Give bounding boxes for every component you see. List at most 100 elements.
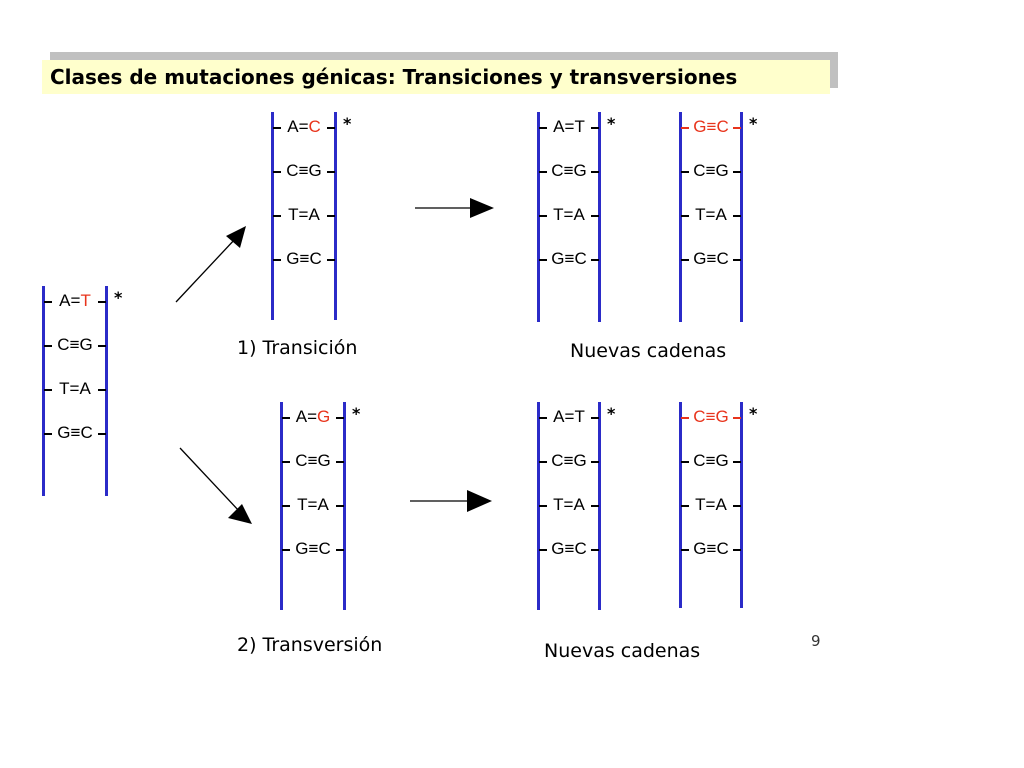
bond: =	[563, 205, 574, 224]
caption-new-chains-bottom: Nuevas cadenas	[544, 640, 701, 662]
bond: =	[705, 205, 716, 224]
base-pair: T=A	[537, 205, 601, 225]
base-right: C	[574, 539, 587, 558]
base-pair-label: T=A	[537, 495, 601, 515]
strand-left	[42, 286, 45, 496]
base-pair: G≡C	[679, 249, 743, 269]
base-right: C	[716, 117, 729, 136]
base-pair-label: T=A	[271, 205, 337, 225]
base-right: C	[716, 249, 729, 268]
base-pair: A=T	[537, 117, 601, 137]
base-pair-label: C≡G	[679, 451, 743, 471]
bond: =	[69, 379, 80, 398]
base-pair: G≡C	[537, 539, 601, 559]
base-pair: T=A	[679, 205, 743, 225]
base-pair: T=A	[537, 495, 601, 515]
base-right: A	[79, 379, 91, 398]
base-pair: A=C	[271, 117, 337, 137]
base-right: C	[318, 539, 331, 558]
bond: ≡	[705, 451, 716, 470]
mutation-star: *	[352, 404, 361, 423]
base-pair-label: C≡G	[537, 161, 601, 181]
bond: =	[563, 495, 574, 514]
strand-left	[271, 112, 274, 320]
ladder-transition-new-1: A=T C≡G T=A G≡C	[537, 112, 601, 322]
base-right: C	[574, 249, 587, 268]
arrow-to-transition	[175, 226, 246, 303]
base-left: G	[551, 539, 565, 558]
base-left: T	[288, 205, 299, 224]
base-right: T	[574, 407, 585, 426]
base-left: A	[295, 407, 308, 426]
base-pair: C≡G	[271, 161, 337, 181]
base-right: A	[573, 205, 585, 224]
base-pair: C≡G	[679, 161, 743, 181]
strand-right	[740, 112, 743, 322]
base-right: T	[80, 291, 91, 310]
bond: ≡	[705, 161, 716, 180]
bond: ≡	[298, 161, 309, 180]
base-pair-label: G≡C	[537, 249, 601, 269]
base-pair-label: G≡C	[679, 117, 743, 137]
bond: =	[307, 495, 318, 514]
strand-right	[334, 112, 337, 320]
base-pair: C≡G	[537, 161, 601, 181]
base-left: A	[553, 117, 565, 136]
base-left: A	[553, 407, 565, 426]
base-pair: C≡G	[280, 451, 346, 471]
base-left: G	[693, 539, 707, 558]
base-pair: T=A	[271, 205, 337, 225]
base-pair: G≡C	[42, 423, 108, 443]
bond: =	[298, 205, 309, 224]
base-left: T	[695, 205, 706, 224]
bond: ≡	[70, 423, 81, 442]
base-pair-label: A=T	[537, 407, 601, 427]
base-right: G	[573, 161, 587, 180]
base-right: G	[79, 335, 93, 354]
base-pair-label: T=A	[280, 495, 346, 515]
base-left: G	[693, 249, 707, 268]
mutation-star: *	[607, 114, 616, 133]
base-right: G	[573, 451, 587, 470]
base-right: C	[308, 117, 321, 136]
base-pair-label: T=A	[679, 495, 743, 515]
base-pair: A=T	[537, 407, 601, 427]
strand-left	[537, 112, 540, 322]
caption-transition: 1) Transición	[237, 337, 358, 359]
bond: ≡	[563, 451, 574, 470]
strand-right	[740, 402, 743, 608]
base-pair-label: C≡G	[271, 161, 337, 181]
mutation-star: *	[749, 404, 758, 423]
base-left: T	[297, 495, 308, 514]
bond: ≡	[299, 249, 310, 268]
base-pair: A=G	[280, 407, 346, 427]
base-left: T	[695, 495, 706, 514]
bond: ≡	[308, 539, 319, 558]
base-pair: T=A	[280, 495, 346, 515]
ladder-transversion-new-2: C≡G C≡G T=A G≡C	[679, 402, 743, 608]
base-right: G	[308, 161, 322, 180]
base-right: G	[317, 451, 331, 470]
base-left: A	[59, 291, 71, 310]
base-left: A	[287, 117, 299, 136]
base-right: A	[573, 495, 585, 514]
strand-left	[537, 402, 540, 610]
base-pair-label: C≡G	[679, 161, 743, 181]
bond: =	[70, 291, 81, 310]
base-left: C	[286, 161, 299, 180]
strand-right	[105, 286, 108, 496]
base-pair: G≡C	[271, 249, 337, 269]
base-pair-label: A=C	[271, 117, 337, 137]
base-right: G	[715, 161, 729, 180]
base-pair: C≡G	[679, 451, 743, 471]
base-left: G	[295, 539, 309, 558]
base-pair-label: G≡C	[679, 539, 743, 559]
base-pair: C≡G	[679, 407, 743, 427]
base-pair: G≡C	[537, 249, 601, 269]
arrow-transversion-to-new	[410, 490, 492, 512]
base-pair-label: A=T	[537, 117, 601, 137]
base-left: C	[551, 161, 564, 180]
